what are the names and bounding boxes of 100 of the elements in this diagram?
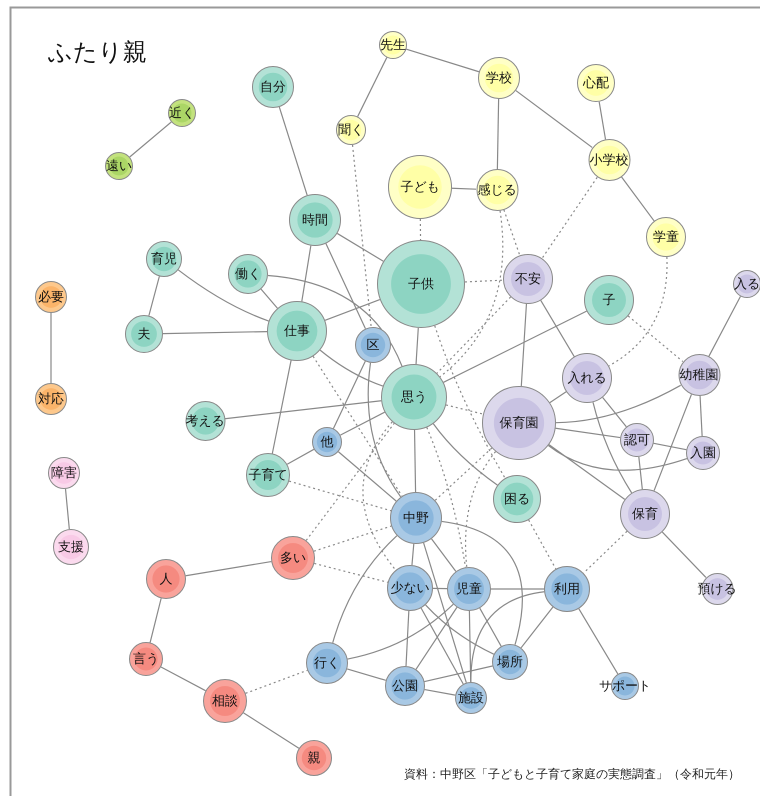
link-line: [598, 102, 606, 140]
link-line: [452, 188, 476, 190]
link-line: [540, 300, 575, 357]
word-bubble: 公園: [385, 666, 425, 706]
word-bubble: 利用: [544, 566, 590, 612]
link-line: [602, 397, 627, 428]
word-bubble: 働く: [228, 254, 268, 294]
word-bubble: 他: [312, 427, 342, 457]
link-line: [243, 712, 300, 749]
dotted-link: [542, 177, 598, 259]
link-line: [268, 274, 403, 366]
word-bubble: 保育: [620, 489, 670, 539]
link-line: [338, 451, 397, 502]
link-line: [638, 456, 643, 490]
link-line: [320, 350, 384, 387]
link-line: [416, 607, 458, 670]
word-bubble: 自分: [252, 66, 294, 108]
link-line: [708, 296, 741, 357]
word-bubble: 思う: [381, 364, 447, 430]
link-line: [662, 532, 706, 578]
word-bubble: 子育て: [246, 453, 290, 497]
word-bubble: 区: [355, 327, 391, 363]
word-bubble: 子供: [377, 240, 465, 328]
dotted-link: [608, 256, 668, 366]
dotted-link: [583, 530, 628, 574]
word-bubble: 夫: [125, 315, 163, 353]
word-bubble: 認可: [620, 423, 654, 457]
word-bubble: 先生: [378, 31, 408, 59]
link-line: [578, 608, 618, 674]
link-line: [324, 299, 380, 321]
word-bubble: 支援: [53, 529, 89, 565]
dotted-link: [314, 525, 392, 552]
link-line: [496, 98, 500, 170]
link-line: [325, 243, 366, 329]
word-bubble: 近く: [167, 99, 197, 127]
dotted-link: [464, 280, 504, 283]
link-line: [286, 448, 314, 465]
dotted-link: [503, 210, 520, 256]
link-line: [405, 610, 410, 666]
word-bubble: 不安: [503, 254, 553, 304]
word-bubble: 中野: [390, 492, 442, 544]
dotted-link: [312, 356, 403, 496]
link-line: [346, 668, 386, 681]
word-bubble: 必要: [35, 281, 67, 313]
dotted-link: [464, 451, 496, 568]
link-line: [411, 544, 414, 566]
word-bubble: 仕事: [267, 301, 327, 361]
link-line: [479, 608, 502, 647]
word-bubble: 入れる: [562, 353, 612, 403]
link-line: [556, 384, 681, 424]
link-line: [332, 535, 398, 643]
link-line: [548, 445, 688, 471]
link-line: [423, 542, 467, 683]
link-line: [50, 313, 52, 383]
word-bubble: 施設: [455, 682, 487, 714]
word-bubble: 学校: [478, 57, 520, 99]
link-line: [621, 176, 655, 222]
word-bubble: 児童: [447, 567, 491, 611]
word-bubble: 小学校: [588, 139, 630, 181]
link-line: [425, 604, 494, 655]
word-bubble: 多い: [271, 536, 315, 580]
dotted-link: [288, 480, 392, 512]
link-line: [186, 561, 272, 576]
link-line: [491, 588, 544, 590]
link-line: [336, 232, 384, 262]
dotted-link: [314, 562, 388, 583]
word-bubble: 育児: [146, 241, 182, 277]
dotted-link: [306, 423, 395, 541]
word-bubble: 人: [146, 559, 186, 599]
word-bubble: 場所: [492, 644, 528, 680]
dotted-link: [436, 296, 512, 374]
link-line: [699, 396, 703, 436]
word-bubble: 相談: [203, 679, 247, 723]
link-line: [432, 588, 448, 590]
link-line: [340, 412, 385, 436]
link-line: [415, 328, 419, 364]
link-line: [260, 288, 278, 309]
link-line: [64, 488, 70, 530]
dotted-link: [426, 427, 466, 568]
dotted-link: [434, 326, 506, 478]
link-line: [278, 106, 308, 196]
word-bubble: 聞く: [336, 115, 366, 145]
word-bubble: 保育園: [482, 386, 556, 460]
word-bubble: 幼稚園: [678, 354, 720, 396]
link-line: [470, 591, 544, 682]
link-line: [150, 598, 162, 643]
link-line: [550, 391, 566, 404]
chart-title: ふたり親: [48, 37, 147, 68]
dotted-link: [440, 210, 504, 378]
link-line: [432, 423, 498, 486]
link-line: [162, 331, 268, 334]
link-line: [515, 90, 593, 148]
link-line: [357, 57, 388, 117]
link-line: [160, 666, 206, 692]
word-bubble: 考える: [184, 401, 226, 441]
link-line: [406, 48, 480, 72]
word-bubble: 困る: [493, 475, 541, 523]
word-bubble: 少ない: [387, 565, 433, 611]
link-line: [556, 428, 620, 438]
word-bubble: 入る: [732, 270, 760, 298]
